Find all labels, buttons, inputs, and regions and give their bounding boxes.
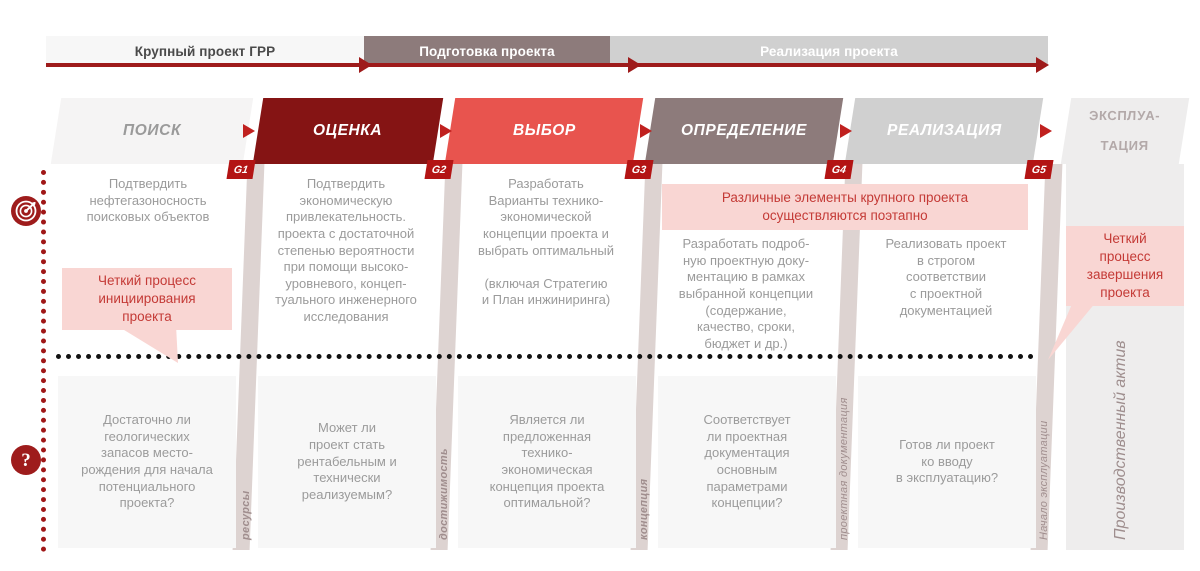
- phase-header-ocenka[interactable]: ОЦЕНКА: [252, 98, 444, 164]
- gate-label-g3: концепция: [638, 478, 650, 540]
- timeline-arrowhead-1: [359, 57, 372, 73]
- question-mark-icon: ?: [11, 445, 41, 475]
- phase-header-label: ОЦЕНКА: [313, 122, 383, 140]
- gate-label-g2: достижимость: [438, 448, 450, 540]
- phase-header-ekspluataciya[interactable]: ЭКСПЛУА- ТАЦИЯ: [1060, 98, 1190, 164]
- program-segment-label: Подготовка проекта: [419, 43, 555, 59]
- question-mark-glyph: ?: [21, 449, 31, 471]
- gate-tag-label: G3: [631, 163, 647, 176]
- phase-header-label-line2: ТАЦИЯ: [1099, 137, 1151, 153]
- gate-tag-g4[interactable]: G4: [824, 160, 854, 179]
- gate-tag-label: G5: [1031, 163, 1047, 176]
- program-segment-preparation: Подготовка проекта: [364, 36, 610, 66]
- objective-text: Разработать подроб-ную проектную доку-ме…: [678, 236, 814, 351]
- target-icon: [11, 196, 41, 226]
- phase-header-realizaciya[interactable]: РЕАЛИЗАЦИЯ: [844, 98, 1044, 164]
- timeline-arrowhead-2: [628, 57, 641, 73]
- phase-arrow-1-icon: [243, 124, 255, 138]
- phase-arrow-4-icon: [840, 124, 852, 138]
- phase-header-label: ВЫБОР: [512, 122, 576, 140]
- program-segment-exploration: Крупный проект ГРР: [46, 36, 364, 66]
- phase-header-label: РЕАЛИЗАЦИЯ: [886, 122, 1002, 140]
- program-phase-bar: Крупный проект ГРР Подготовка проекта Ре…: [46, 36, 1048, 66]
- gate-tag-g3[interactable]: G3: [624, 160, 654, 179]
- timeline-arrowhead-3: [1036, 57, 1049, 73]
- gate-tag-g5[interactable]: G5: [1024, 160, 1054, 179]
- gate-label-g5: Начало эксплуатации: [1038, 420, 1050, 540]
- gate-label-g1: ресурсы: [240, 490, 252, 540]
- callout-tail-completion: [1048, 290, 1106, 360]
- phase-rail-dotted-line: [41, 170, 46, 552]
- phase-header-label-stacked: ЭКСПЛУА- ТАЦИЯ: [1088, 107, 1162, 154]
- gate-tag-label: G4: [831, 163, 847, 176]
- phase-header-band: ПОИСК ОЦЕНКА ВЫБОР ОПРЕДЕЛЕНИЕ РЕАЛИЗАЦИ…: [0, 98, 1200, 164]
- program-segment-label: Крупный проект ГРР: [134, 43, 276, 59]
- program-segment-label: Реализация проекта: [760, 43, 898, 59]
- phase-header-label-line1: ЭКСПЛУА-: [1088, 107, 1162, 123]
- phase-arrow-3-icon: [640, 124, 652, 138]
- objective-card-opredelenie: Разработать подроб-ную проектную доку-ме…: [656, 236, 836, 354]
- gate-tag-g2[interactable]: G2: [424, 160, 454, 179]
- phase-header-label: ПОИСК: [122, 122, 182, 140]
- gate-label-g4: проектная документация: [838, 397, 850, 540]
- phase-header-label: ОПРЕДЕЛЕНИЕ: [681, 122, 807, 140]
- phase-header-opredelenie[interactable]: ОПРЕДЕЛЕНИЕ: [644, 98, 844, 164]
- program-timeline-rule: [46, 63, 1046, 67]
- phase-header-vybor[interactable]: ВЫБОР: [444, 98, 644, 164]
- gate-tag-g1[interactable]: G1: [226, 160, 256, 179]
- phase-arrow-5-icon: [1040, 124, 1052, 138]
- gate-tag-label: G1: [233, 163, 249, 176]
- phase-arrow-2-icon: [440, 124, 452, 138]
- gate-tag-label: G2: [431, 163, 447, 176]
- phase-header-poisk[interactable]: ПОИСК: [50, 98, 254, 164]
- objectives-questions-separator: [56, 354, 1034, 359]
- callout-tail-initiation: [116, 325, 178, 363]
- program-segment-implementation: Реализация проекта: [610, 36, 1048, 66]
